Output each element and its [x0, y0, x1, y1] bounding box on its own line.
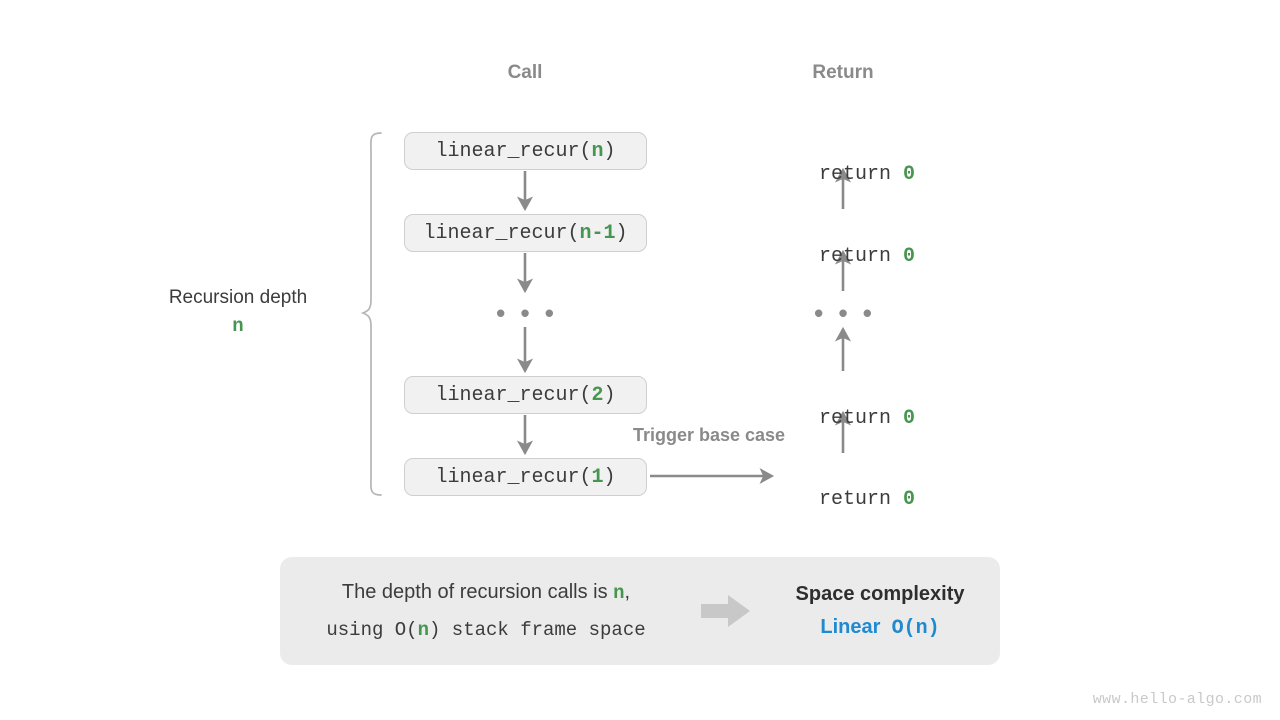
call-frame-box[interactable]: linear_recur(n-1): [404, 214, 647, 252]
summary-line2-text-b: ) stack frame space: [428, 619, 646, 641]
return-keyword: return: [818, 488, 904, 511]
summary-result: Space complexity Linear O(n): [766, 577, 1000, 645]
call-frame-argument: 1: [591, 465, 604, 489]
return-value: 0: [903, 245, 916, 268]
summary-result-spacer: [880, 616, 891, 638]
call-frame-prefix: linear_recur(: [435, 383, 592, 407]
trigger-base-case-note: Trigger base case: [632, 425, 786, 445]
call-frame-argument: n: [591, 139, 604, 163]
call-frame-prefix: linear_recur(: [435, 465, 592, 489]
summary-result-notation: O(n): [891, 617, 940, 640]
summary-line1-variable: n: [613, 582, 625, 604]
call-frame-suffix: ): [603, 139, 616, 163]
return-value: 0: [903, 163, 916, 186]
recursion-depth-label: Recursion depth n: [169, 285, 307, 341]
recursion-depth-variable: n: [232, 315, 244, 337]
summary-line1-text-b: ,: [624, 581, 631, 603]
recursion-depth-brace: [360, 132, 382, 496]
summary-arrow-container: [686, 594, 766, 628]
call-frame-prefix: linear_recur(: [435, 139, 592, 163]
summary-panel: The depth of recursion calls is n, using…: [280, 557, 1000, 665]
watermark: www.hello-algo.com: [1092, 691, 1262, 708]
call-frame-argument: 2: [591, 383, 604, 407]
right-arrow-icon: [701, 595, 750, 627]
call-frame-suffix: ): [603, 465, 616, 489]
ellipsis-call-column: • • •: [496, 298, 558, 328]
return-value: 0: [903, 488, 916, 511]
summary-line1-text-a: The depth of recursion calls is: [341, 581, 614, 603]
column-header-return: Return: [812, 62, 874, 83]
summary-description: The depth of recursion calls is n, using…: [280, 574, 686, 648]
summary-result-label: Linear: [820, 616, 881, 638]
call-frame-box[interactable]: linear_recur(2): [404, 376, 647, 414]
return-statement: return 0: [771, 465, 915, 534]
return-value: 0: [903, 407, 916, 430]
return-keyword: return: [818, 163, 904, 186]
return-keyword: return: [818, 407, 904, 430]
call-frame-box[interactable]: linear_recur(1): [404, 458, 647, 496]
summary-line-2: using O(n) stack frame space: [286, 611, 686, 648]
return-statement: return 0: [771, 222, 915, 291]
return-statement: return 0: [771, 384, 915, 453]
call-frame-prefix: linear_recur(: [423, 221, 580, 245]
column-header-call: Call: [507, 62, 543, 83]
call-frame-suffix: ): [603, 383, 616, 407]
summary-line-1: The depth of recursion calls is n,: [286, 574, 686, 611]
summary-line2-text-a: using O(: [326, 619, 418, 641]
return-statement: return 0: [771, 140, 915, 209]
summary-result-title: Space complexity: [795, 583, 965, 605]
call-frame-argument: n-1: [579, 221, 616, 245]
call-frame-box[interactable]: linear_recur(n): [404, 132, 647, 170]
summary-line2-variable: n: [417, 619, 429, 641]
return-keyword: return: [818, 245, 904, 268]
recursion-depth-text: Recursion depth: [168, 287, 308, 308]
summary-result-value: Linear O(n): [766, 611, 994, 645]
ellipsis-return-column: • • •: [814, 298, 876, 328]
call-frame-suffix: ): [615, 221, 628, 245]
